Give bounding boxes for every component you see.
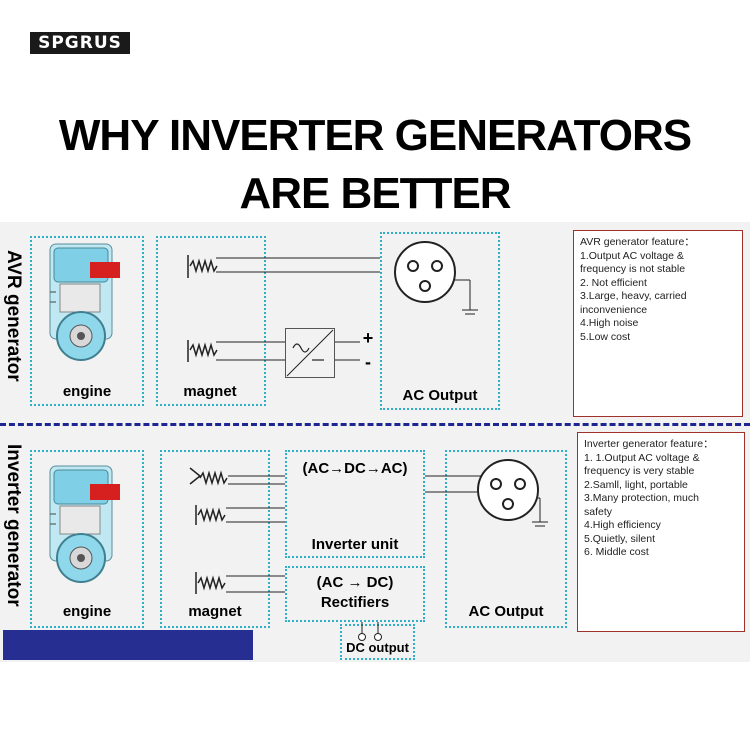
rectifier-conversion-label: (AC → DC) <box>316 574 394 591</box>
rectifier-box <box>285 566 425 622</box>
inverter-magnet-box <box>160 450 270 628</box>
avr-feature-item: inconvenience <box>580 303 648 316</box>
avr-feature-item: 3.Large, heavy, carried <box>580 290 687 302</box>
inverter-feature-item: 2.Samll, light, portable <box>584 478 688 491</box>
brand-logo: SPGRUS <box>30 32 130 54</box>
inverter-feature-item: 1. 1.Output AC voltage & <box>584 451 700 464</box>
inverter-feature-title: Inverter generator feature： <box>584 438 714 450</box>
inverter-unit-label: Inverter unit <box>311 536 399 553</box>
inverter-feature-item: 4.High efficiency <box>584 519 661 531</box>
inverter-feature-item: 6. Middle cost <box>584 546 649 558</box>
avr-engine-box <box>30 236 144 406</box>
page-title-line2: ARE BETTER <box>239 169 511 218</box>
plus-sign: + <box>362 328 374 348</box>
avr-engine-label: engine <box>62 383 112 400</box>
blue-bar <box>3 630 253 660</box>
inverter-engine-illustration <box>49 465 121 583</box>
page-title-line1: WHY INVERTER GENERATORS <box>58 111 692 160</box>
inverter-magnet-label: magnet <box>188 603 242 620</box>
avr-regulator-box <box>285 328 335 378</box>
conversion-label: (AC→DC→AC) <box>302 460 408 477</box>
avr-feature-item: frequency is not stable <box>580 263 686 275</box>
avr-feature-item: 1.Output AC voltage & <box>580 249 684 262</box>
inverter-ac-socket-icon <box>477 459 539 521</box>
avr-output-label: AC Output <box>402 387 478 404</box>
dc-terminal-icon <box>374 633 382 641</box>
inverter-engine-box <box>30 450 144 628</box>
section-divider <box>0 423 750 426</box>
avr-magnet-label: magnet <box>183 383 237 400</box>
avr-output-box <box>380 232 500 410</box>
inverter-feature-item: frequency is very stable <box>584 465 695 477</box>
avr-engine-illustration <box>49 243 121 361</box>
inverter-engine-label: engine <box>62 603 112 620</box>
inverter-unit-box <box>285 450 425 558</box>
avr-feature-item: 4.High noise <box>580 317 639 329</box>
inverter-feature-box: Inverter generator feature： 1. 1.Output … <box>577 432 745 632</box>
avr-ac-socket-icon <box>394 241 456 303</box>
dc-terminal-icon <box>358 633 366 641</box>
inverter-feature-item: 3.Many protection, much <box>584 492 699 504</box>
avr-feature-title: AVR generator feature： <box>580 236 695 248</box>
minus-sign: - <box>365 352 371 372</box>
dc-output-label: DC output <box>346 640 409 655</box>
avr-magnet-box <box>156 236 266 406</box>
inverter-output-label: AC Output <box>468 603 544 620</box>
avr-feature-item: 5.Low cost <box>580 330 631 343</box>
avr-feature-box: AVR generator feature： 1.Output AC volta… <box>573 230 743 417</box>
inverter-feature-item: 5.Quietly, silent <box>584 532 656 545</box>
inverter-feature-item: safety <box>584 505 613 518</box>
inverter-output-box <box>445 450 567 628</box>
rectifier-label: Rectifiers <box>320 594 390 611</box>
avr-feature-item: 2. Not efficient <box>580 276 647 289</box>
